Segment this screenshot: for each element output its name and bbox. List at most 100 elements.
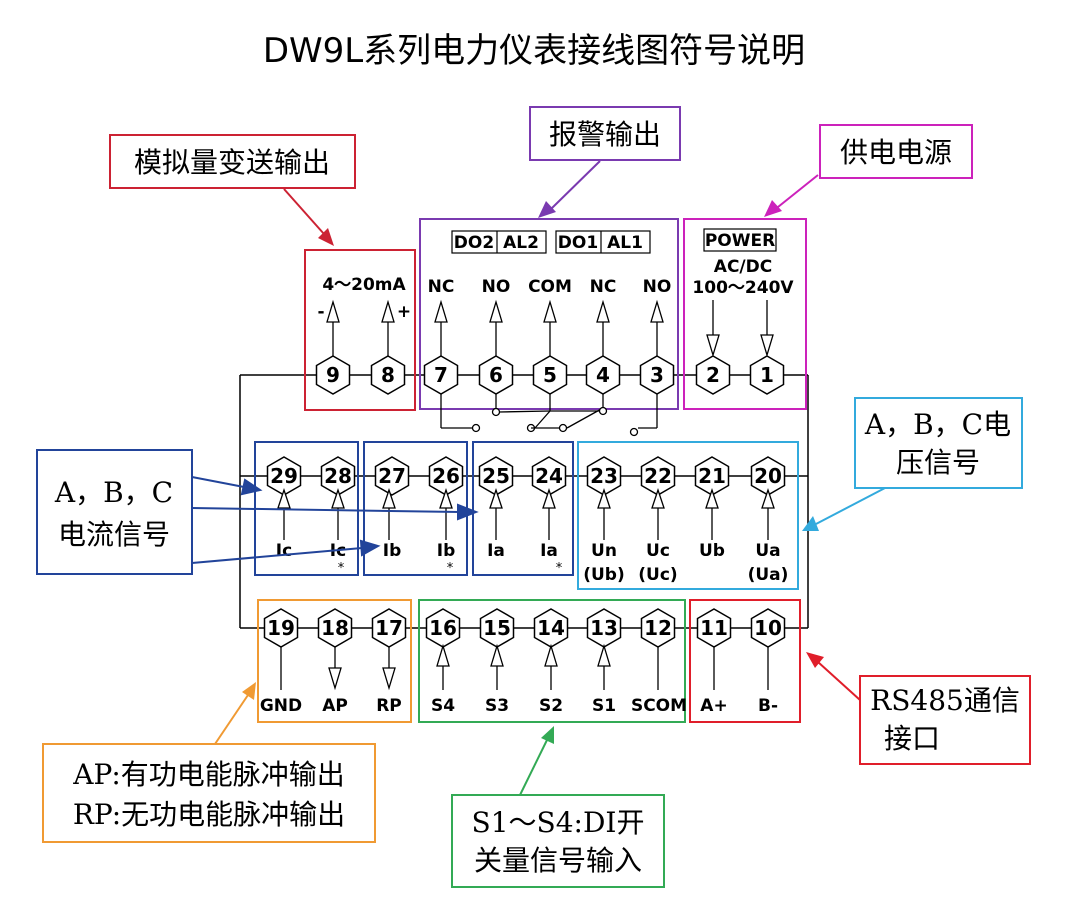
do2-al2-badge: DO2 AL2 (451, 230, 547, 254)
s3-label: S3 (485, 696, 509, 716)
do1-al1-badge: DO1 AL1 (555, 230, 651, 254)
callout-rs485-arrowhead (806, 652, 824, 668)
terminal-hexagon (423, 355, 459, 395)
alarm-output-group (419, 218, 679, 410)
s4-label: S4 (431, 696, 455, 716)
callout-power-arrowhead (764, 200, 782, 217)
analog-minus-label: - (317, 302, 324, 322)
terminal-28: 28 (320, 456, 356, 496)
terminal-13: 13 (586, 608, 622, 648)
terminal-19: 19 (263, 608, 299, 648)
callout-voltage-text-2: 压信号 (896, 446, 980, 479)
terminal-number: 11 (700, 616, 728, 640)
ib-26-label: Ib (437, 541, 456, 561)
analog-range-label: 4～20mA (322, 275, 406, 295)
callout-power-supply: 供电电源 (819, 124, 973, 179)
terminal-hexagon (585, 355, 621, 395)
al2-label: AL2 (503, 233, 539, 253)
current-group-a (472, 441, 574, 576)
terminal-number: 23 (590, 464, 618, 488)
callout-pulse-text-1: AP:有功电能脉冲输出 (72, 758, 345, 791)
terminal-2: 2 (695, 355, 731, 395)
do2-label: DO2 (454, 233, 494, 253)
scom-label: SCOM (631, 696, 687, 716)
terminal-hexagon (374, 456, 410, 496)
terminal-number: 17 (375, 616, 403, 640)
terminal-9: 9 (315, 355, 351, 395)
ib-27-label: Ib (383, 541, 402, 561)
callout-rs485-text-2: 接口 (884, 722, 940, 755)
ia-25-label: Ia (487, 541, 505, 561)
terminal-number: 5 (543, 363, 557, 387)
terminal-10: 10 (750, 608, 786, 648)
terminal-hexagon (478, 355, 514, 395)
callout-analog-output-text: 模拟量变送输出 (134, 146, 330, 179)
ub-21-label: Ub (699, 541, 725, 561)
ua-20-label: Ua (755, 541, 780, 561)
ap-label: AP (322, 696, 348, 716)
terminal-number: 2 (706, 363, 720, 387)
callout-voltage-text-1: A，B，C电 (864, 408, 1011, 441)
relay-nc-4-label: NC (590, 277, 617, 297)
terminal-hexagon (532, 355, 568, 395)
pulse-output-group (257, 599, 412, 723)
terminal-number: 10 (754, 616, 782, 640)
callout-voltage-arrow (815, 487, 886, 525)
terminal-number: 9 (326, 363, 340, 387)
uc-22-alt-label: (Uc) (638, 565, 677, 585)
terminal-3: 3 (639, 355, 675, 395)
star-26: * (447, 561, 454, 576)
callout-pulse-arrowhead (242, 682, 256, 700)
power-badge: POWER (703, 228, 777, 252)
terminal-15: 15 (479, 608, 515, 648)
power-supply-group (683, 218, 807, 410)
middle-row-arrows (277, 487, 775, 540)
terminal-hexagon (370, 355, 406, 395)
top-row-arrows (326, 299, 774, 358)
terminal-number: 14 (537, 616, 565, 640)
do1-label: DO1 (558, 233, 598, 253)
callout-analog-arrow (283, 188, 325, 235)
terminal-22: 22 (640, 456, 676, 496)
uc-22-label: Uc (646, 541, 670, 561)
callout-pulse-text-2: RP:无功电能脉冲输出 (73, 798, 345, 831)
terminal-number: 21 (698, 464, 726, 488)
callout-alarm-arrowhead (538, 201, 556, 218)
terminal-5: 5 (532, 355, 568, 395)
ia-24-label: Ia (540, 541, 558, 561)
terminal-number: 16 (429, 616, 457, 640)
terminal-number: 28 (324, 464, 352, 488)
voltage-range-label: 100～240V (692, 278, 794, 298)
terminal-number: 7 (434, 363, 448, 387)
al1-label: AL1 (607, 233, 643, 253)
terminal-number: 22 (644, 464, 672, 488)
terminal-16: 16 (425, 608, 461, 648)
callout-alarm-output: 报警输出 (529, 106, 681, 161)
relay-contacts (440, 394, 658, 437)
terminal-number: 26 (432, 464, 460, 488)
terminal-number: 1 (760, 363, 774, 387)
star-24: * (556, 561, 563, 576)
terminal-4: 4 (585, 355, 621, 395)
terminal-17: 17 (371, 608, 407, 648)
terminal-25: 25 (478, 456, 514, 496)
terminal-12: 12 (640, 608, 676, 648)
wiring-rails (239, 374, 809, 629)
terminal-number: 24 (535, 464, 563, 488)
relay-com-5-label: COM (528, 277, 572, 297)
relay-no-6-label: NO (482, 277, 511, 297)
callout-current-arrows (191, 476, 479, 564)
rp-label: RP (376, 696, 402, 716)
terminal-8: 8 (370, 355, 406, 395)
callout-voltage-signal: A，B，C电 压信号 (854, 397, 1023, 489)
terminal-11: 11 (696, 608, 732, 648)
analog-output-group (304, 249, 416, 411)
callout-current-text-2: 电流信号 (58, 518, 170, 551)
voltage-group (577, 441, 799, 590)
un-23-label: Un (591, 541, 617, 561)
terminal-number: 18 (321, 616, 349, 640)
terminal-6: 6 (478, 355, 514, 395)
digital-input-group (418, 599, 686, 723)
